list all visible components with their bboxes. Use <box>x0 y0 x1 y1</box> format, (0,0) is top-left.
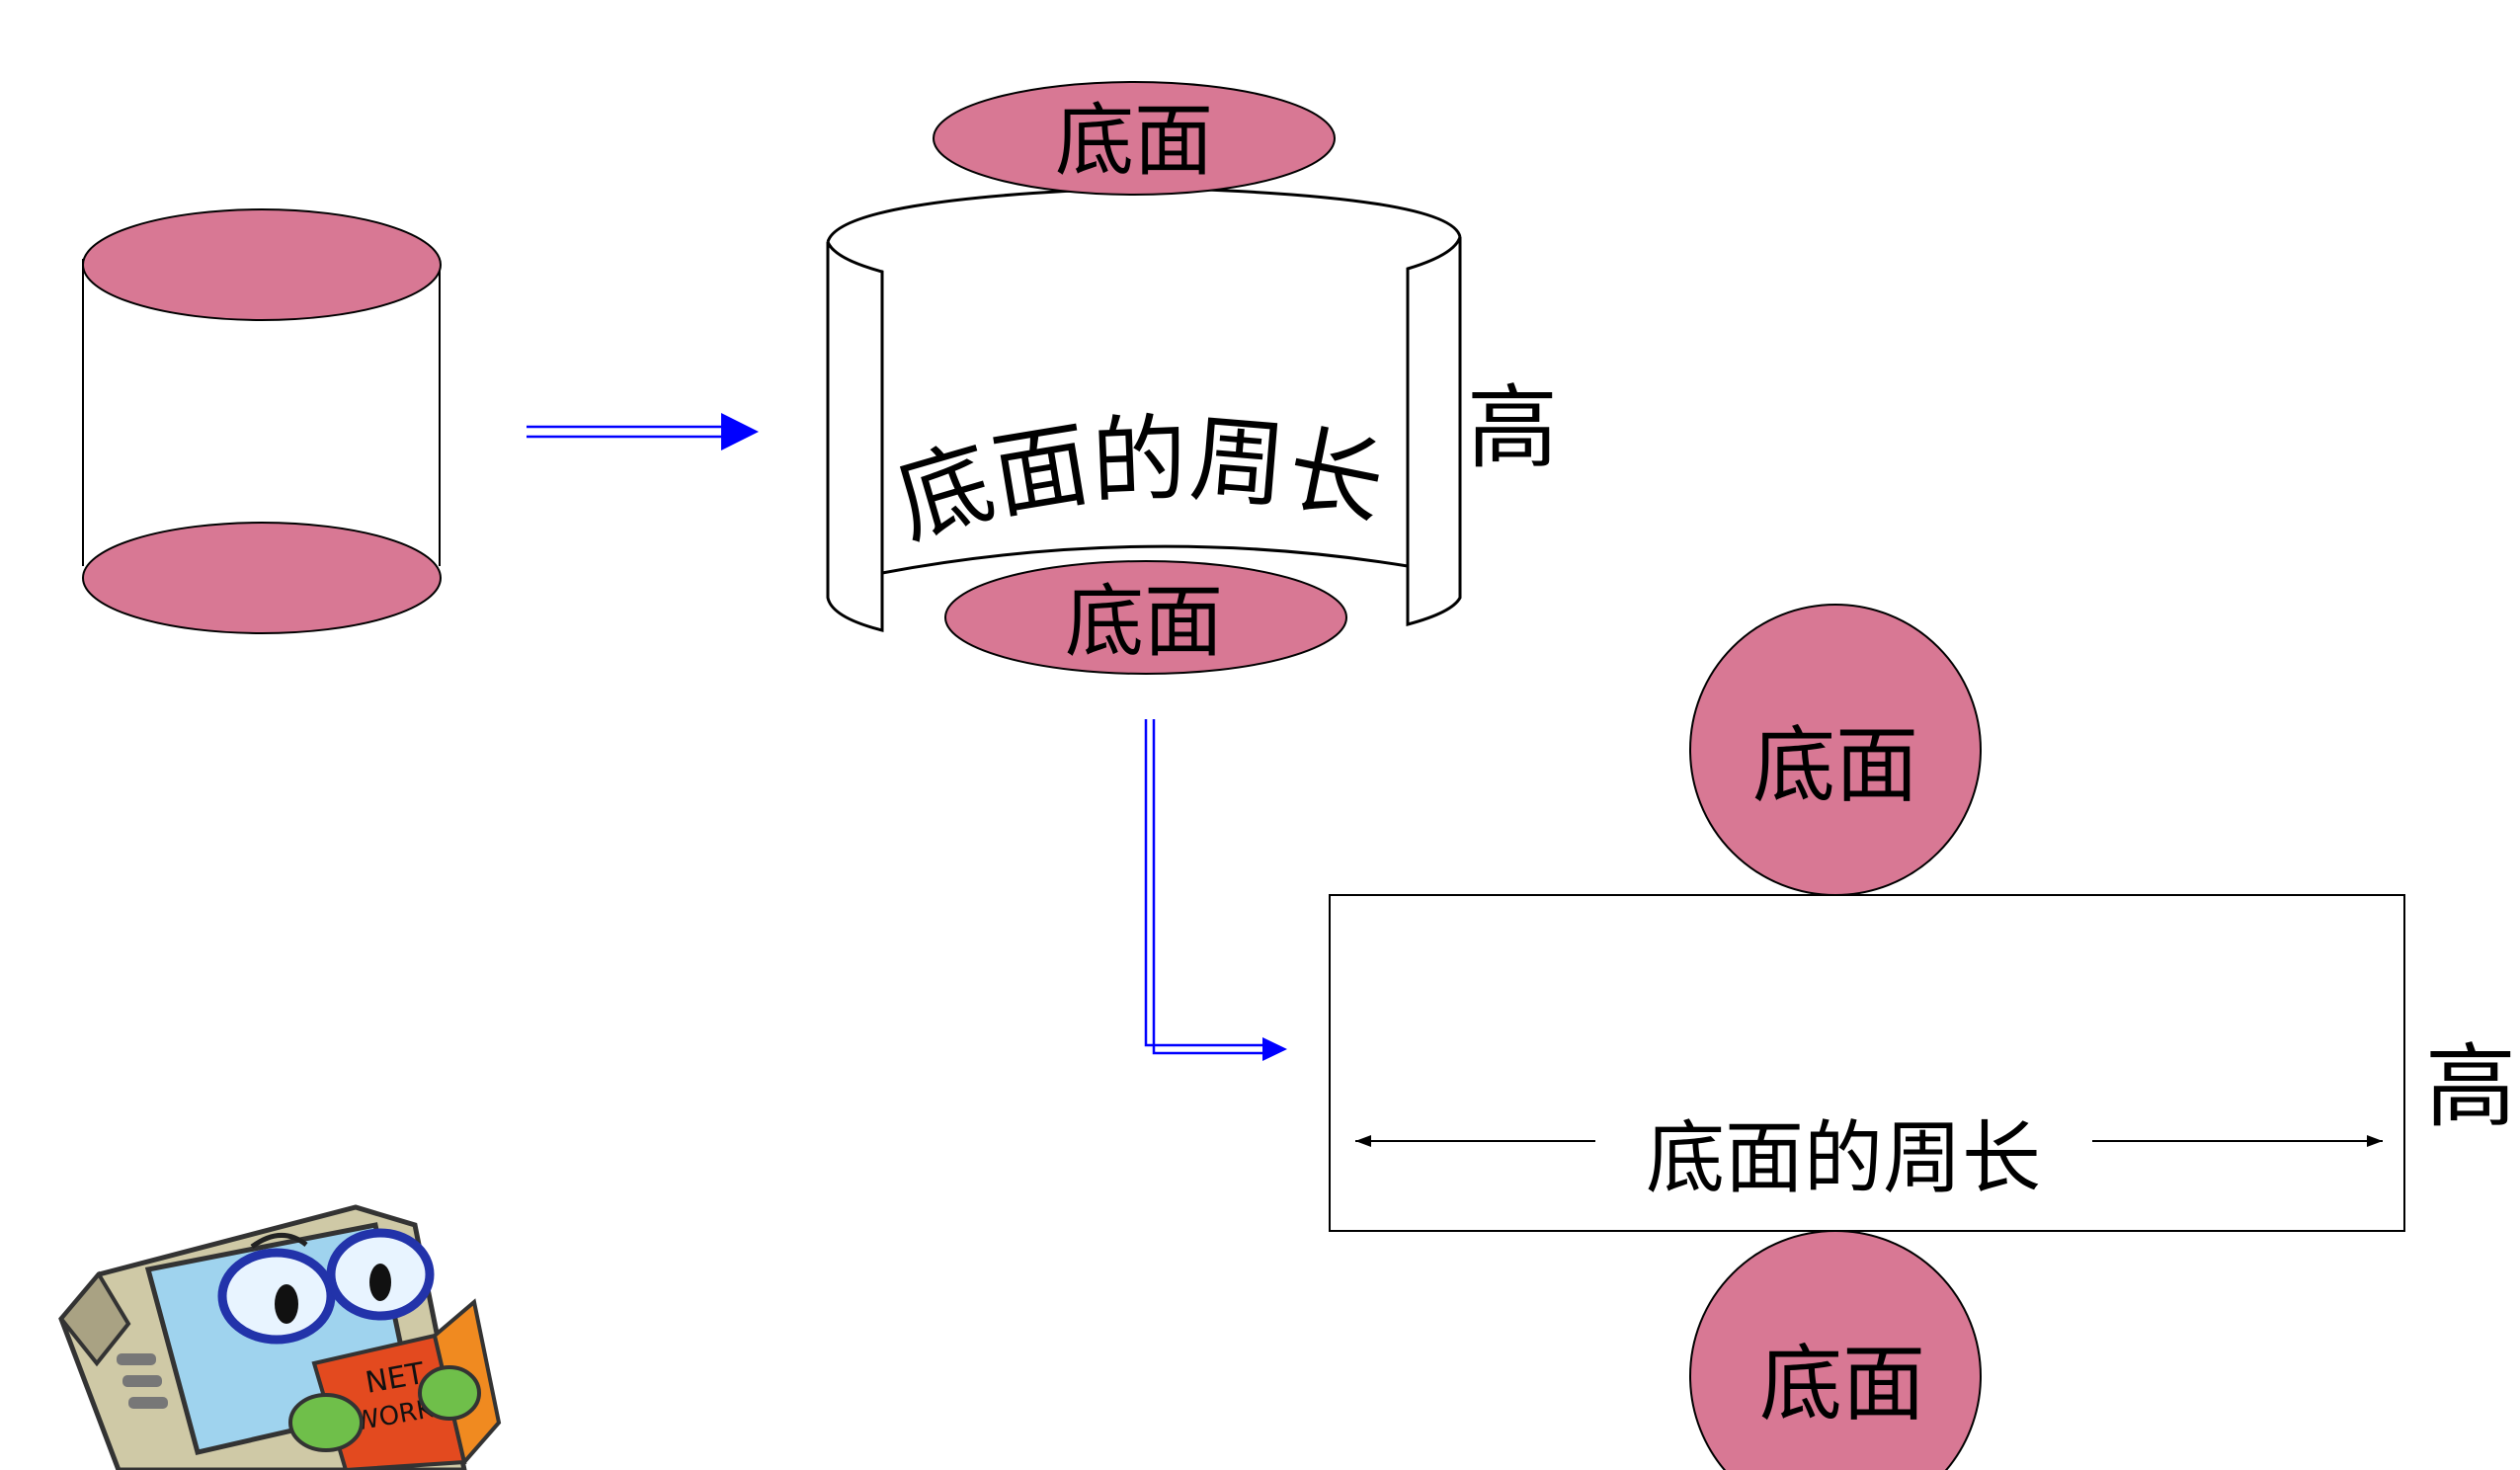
net-top-circle-label: 底面 <box>1752 717 1918 814</box>
arrow-down-right <box>1144 719 1287 1061</box>
right-curl <box>1406 236 1462 626</box>
net-lateral-rectangle <box>1329 894 2405 1232</box>
net-height-label: 高 <box>2425 1034 2516 1140</box>
bottom-base <box>944 560 1347 675</box>
unrolling-cylinder: 底面的周长 高 底面 底面 <box>826 81 1558 675</box>
top-rim <box>826 186 1462 243</box>
net-bottom-circle-label: 底面 <box>1759 1336 1925 1432</box>
arrow-right <box>527 413 759 450</box>
lateral-bottom-edge <box>881 544 1409 575</box>
top-base-label: 底面 <box>1055 95 1213 187</box>
cylinder-bottom-base <box>82 522 442 634</box>
cylinder-top-base <box>82 208 442 321</box>
net-top-circle <box>1689 604 1982 896</box>
cylinder <box>82 208 442 634</box>
mascot-computer-reading: NET WORK <box>58 1204 502 1470</box>
net-width-label: 底面的周长 <box>1646 1112 2041 1204</box>
net-bottom-circle <box>1689 1230 1982 1470</box>
lateral-circumference-label: 底面的周长 <box>884 403 1393 559</box>
height-label: 高 <box>1467 375 1558 481</box>
left-curl <box>826 241 884 632</box>
cylinder-net: 底面 底面 底面的周长 高 <box>1329 604 2516 1470</box>
top-base <box>933 81 1336 196</box>
bottom-base-label: 底面 <box>1065 576 1223 668</box>
